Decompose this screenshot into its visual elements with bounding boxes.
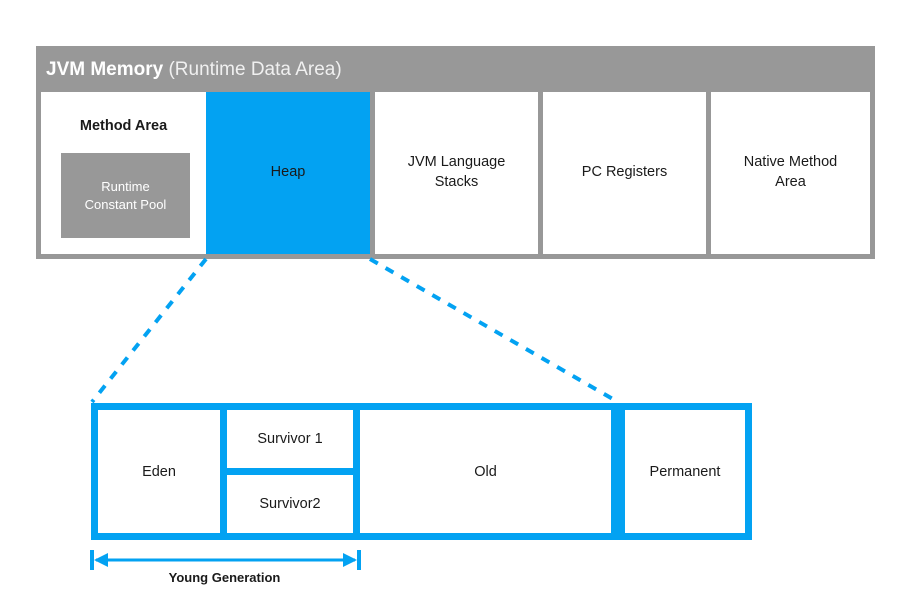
page-title: JVM Memory (46, 59, 164, 80)
connector-line-left (90, 257, 208, 404)
young-generation-measure: Young Generation (88, 548, 368, 598)
runtime-constant-pool-line1: Runtime (101, 178, 150, 194)
cell-jvm-language-stacks[interactable]: JVM Language Stacks (375, 92, 538, 254)
native-method-line1: Native Method (743, 154, 838, 171)
heap-label: Heap (270, 164, 306, 181)
permanent-label: Permanent (649, 463, 721, 480)
survivor-1-label: Survivor 1 (257, 431, 323, 447)
jvm-stacks-line2: Stacks (434, 174, 479, 190)
heap-region-survivor-2[interactable]: Survivor2 (227, 475, 353, 533)
runtime-data-area-cells: Method Area Runtime Constant Pool Heap J… (41, 92, 870, 254)
heap-region-permanent[interactable]: Permanent (625, 410, 745, 533)
old-label: Old (474, 463, 497, 480)
young-generation-arrow-icon (90, 550, 361, 570)
jvm-memory-title: JVM Memory (Runtime Data Area) (46, 55, 342, 85)
jvm-language-stacks-label: JVM Language Stacks (408, 153, 506, 192)
native-method-area-label: Native Method Area (744, 153, 838, 192)
cell-method-area[interactable]: Method Area Runtime Constant Pool (41, 92, 206, 254)
cell-heap[interactable]: Heap (206, 92, 370, 254)
page-subtitle: (Runtime Data Area) (163, 59, 342, 80)
runtime-constant-pool-label: Runtime Constant Pool (85, 178, 167, 213)
native-method-line2: Area (775, 174, 806, 190)
jvm-memory-container: JVM Memory (Runtime Data Area) Method Ar… (36, 46, 875, 259)
survivor-2-label: Survivor2 (259, 496, 321, 512)
heap-detail-bar: Eden Survivor 1 Survivor2 Old Permanent (91, 403, 752, 540)
heap-region-old[interactable]: Old (360, 410, 611, 533)
eden-label: Eden (142, 463, 176, 480)
young-generation-label: Young Generation (168, 570, 281, 585)
heap-region-eden[interactable]: Eden (98, 410, 220, 533)
runtime-constant-pool-box[interactable]: Runtime Constant Pool (61, 153, 190, 238)
jvm-stacks-line1: JVM Language (407, 154, 506, 171)
cell-pc-registers[interactable]: PC Registers (543, 92, 706, 254)
connector-line-right (369, 257, 619, 404)
method-area-label: Method Area (79, 118, 168, 134)
heap-region-survivor-1[interactable]: Survivor 1 (227, 410, 353, 468)
runtime-constant-pool-line2: Constant Pool (84, 196, 167, 212)
cell-native-method-area[interactable]: Native Method Area (711, 92, 870, 254)
pc-registers-label: PC Registers (581, 164, 668, 181)
